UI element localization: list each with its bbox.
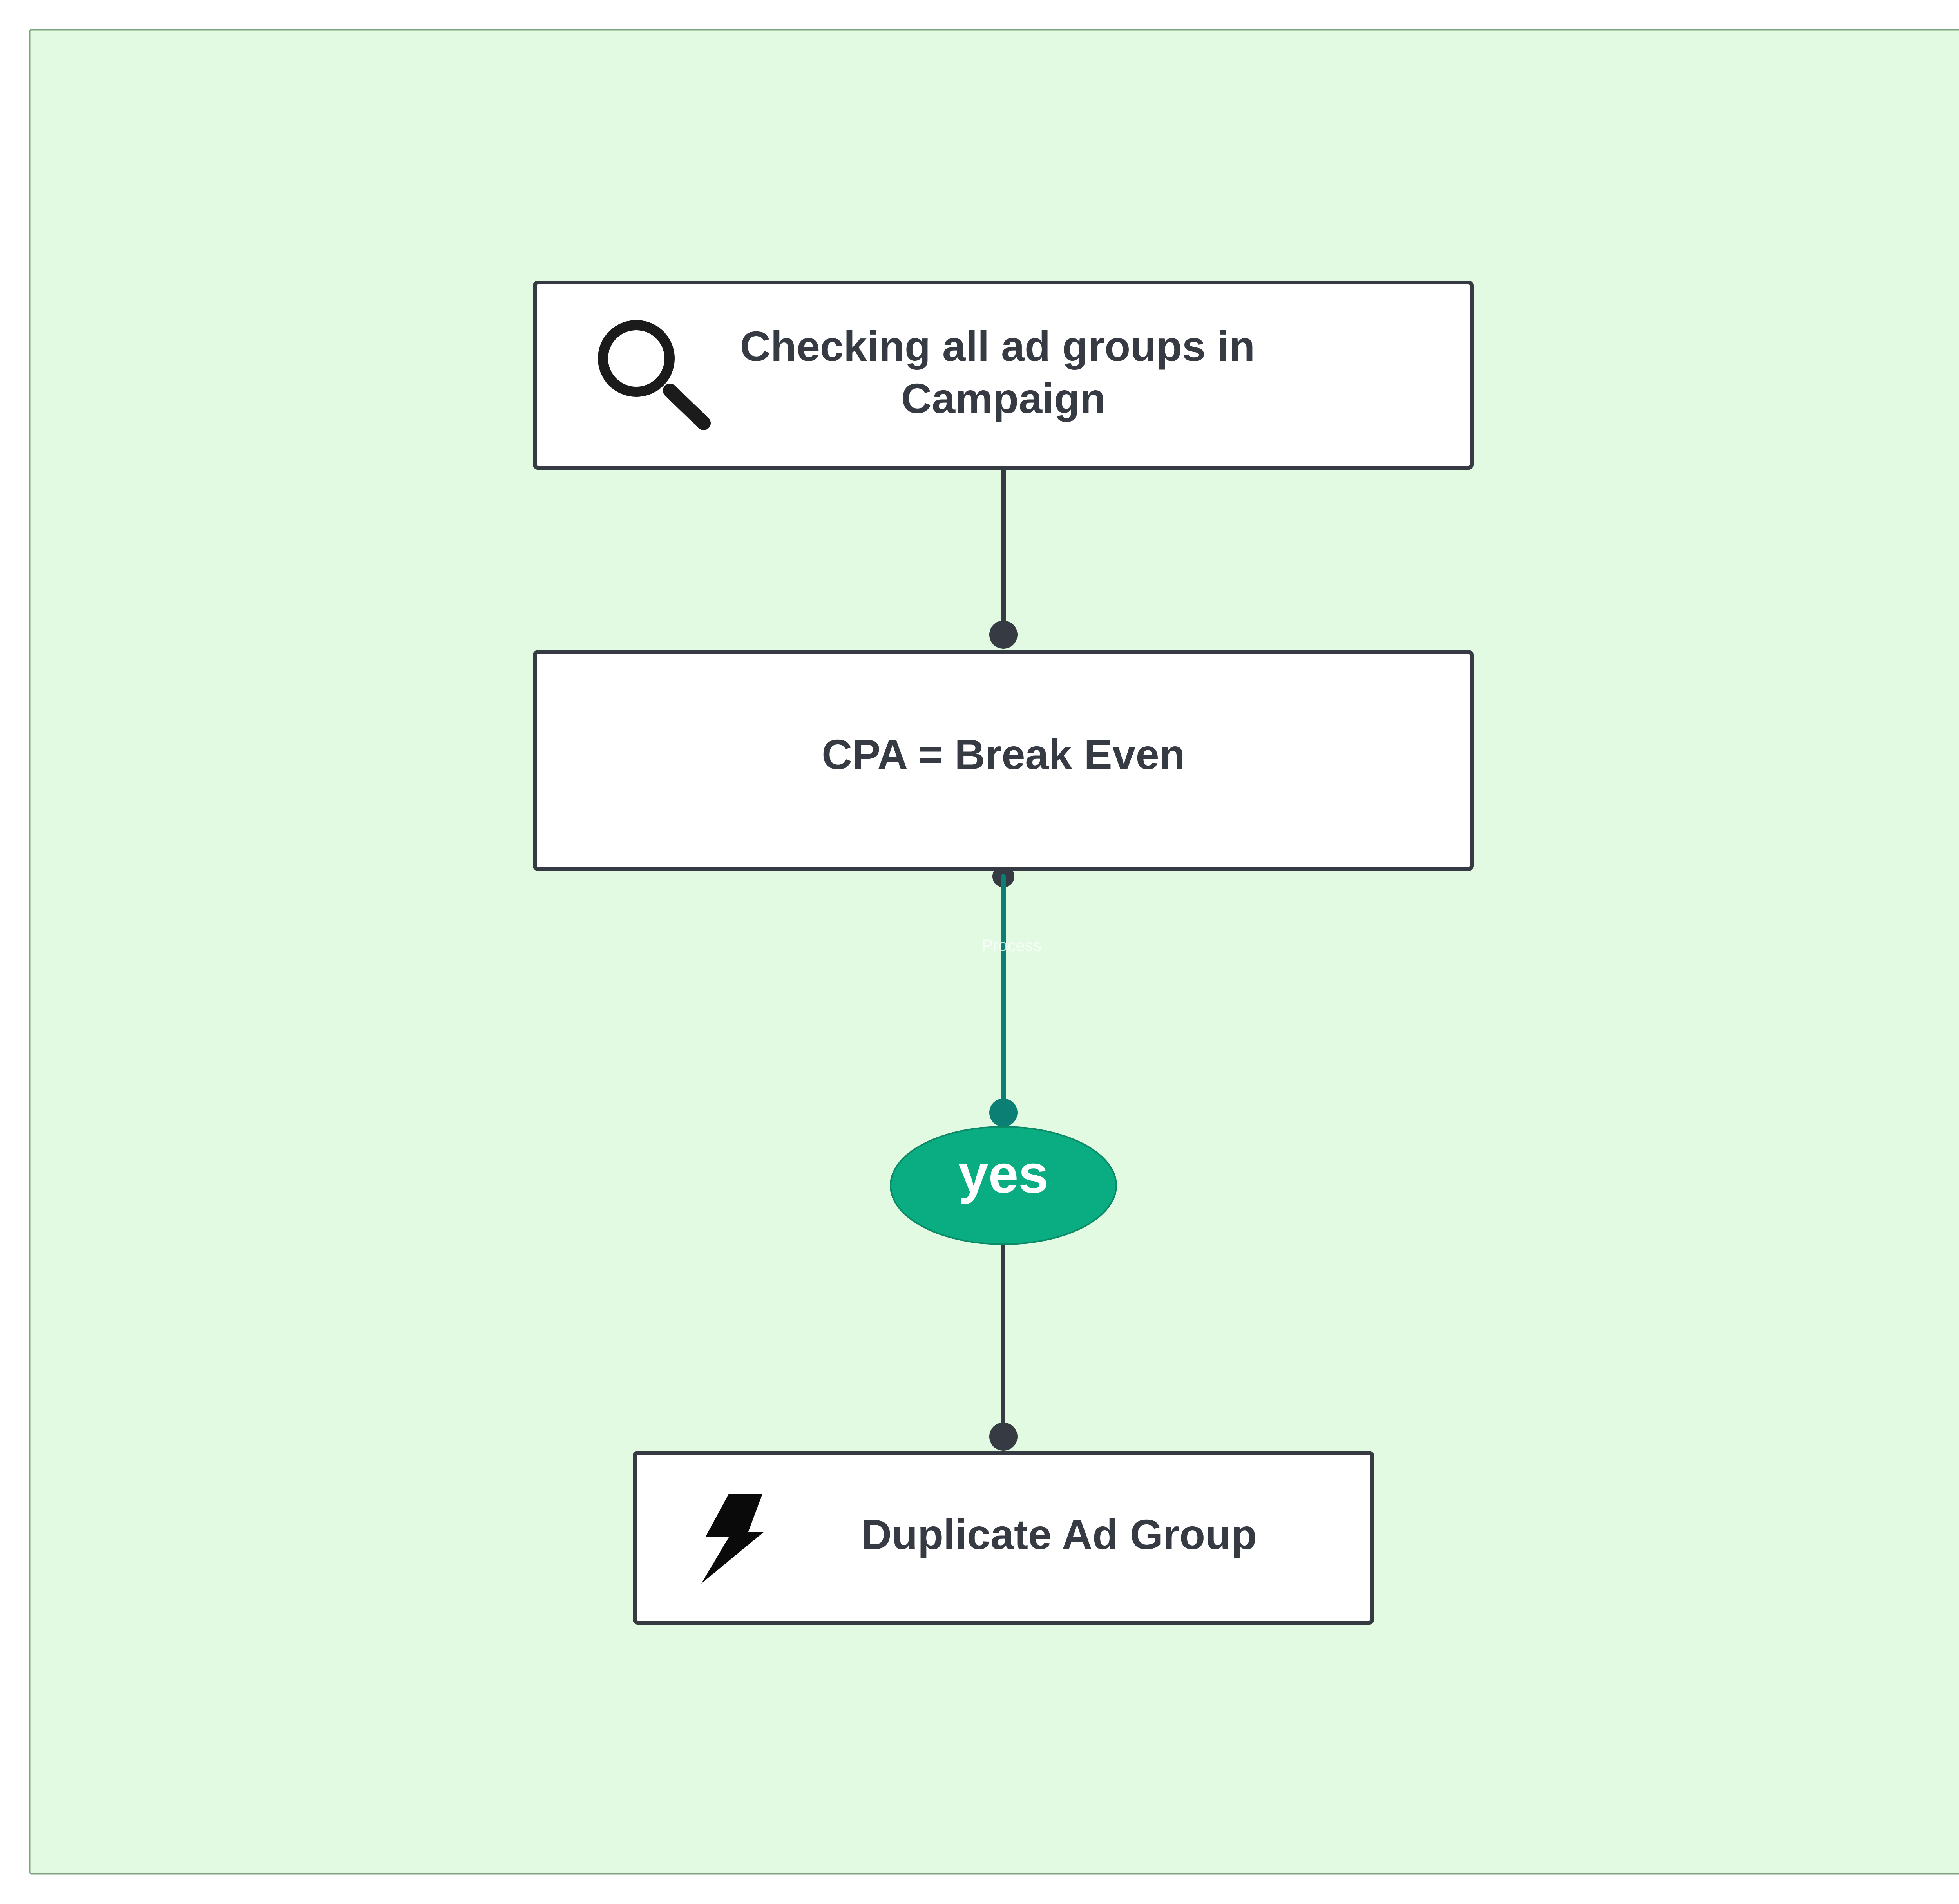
node-duplicate-ad-group[interactable]: Duplicate Ad Group bbox=[633, 1451, 1374, 1625]
connector-endpoint-dot bbox=[989, 1099, 1018, 1127]
decision-label: yes bbox=[958, 1144, 1048, 1204]
node-cpa-condition[interactable]: CPA = Break Even bbox=[533, 650, 1474, 871]
node-check-line2: Campaign bbox=[901, 375, 1106, 422]
connector-label: Process bbox=[982, 936, 1041, 954]
connector-decision-to-action bbox=[989, 1243, 1018, 1451]
node-check-ad-groups[interactable]: Checking all ad groups in Campaign bbox=[533, 281, 1474, 470]
diagram-background bbox=[29, 29, 1959, 1875]
node-cpa-label: CPA = Break Even bbox=[822, 731, 1185, 778]
connector-endpoint-dot bbox=[989, 621, 1018, 649]
node-decision-yes[interactable]: yes bbox=[890, 1126, 1117, 1245]
svg-text:Checking all ad groups in: Checking all ad groups in Campaign bbox=[740, 322, 1267, 422]
node-check-line1: Checking all ad groups in bbox=[740, 322, 1255, 370]
connector-check-to-condition bbox=[989, 466, 1018, 649]
lightning-bolt-icon bbox=[701, 1494, 764, 1584]
magnifier-icon bbox=[598, 320, 711, 430]
connector-endpoint-dot bbox=[989, 1423, 1018, 1451]
node-duplicate-label: Duplicate Ad Group bbox=[861, 1511, 1257, 1558]
